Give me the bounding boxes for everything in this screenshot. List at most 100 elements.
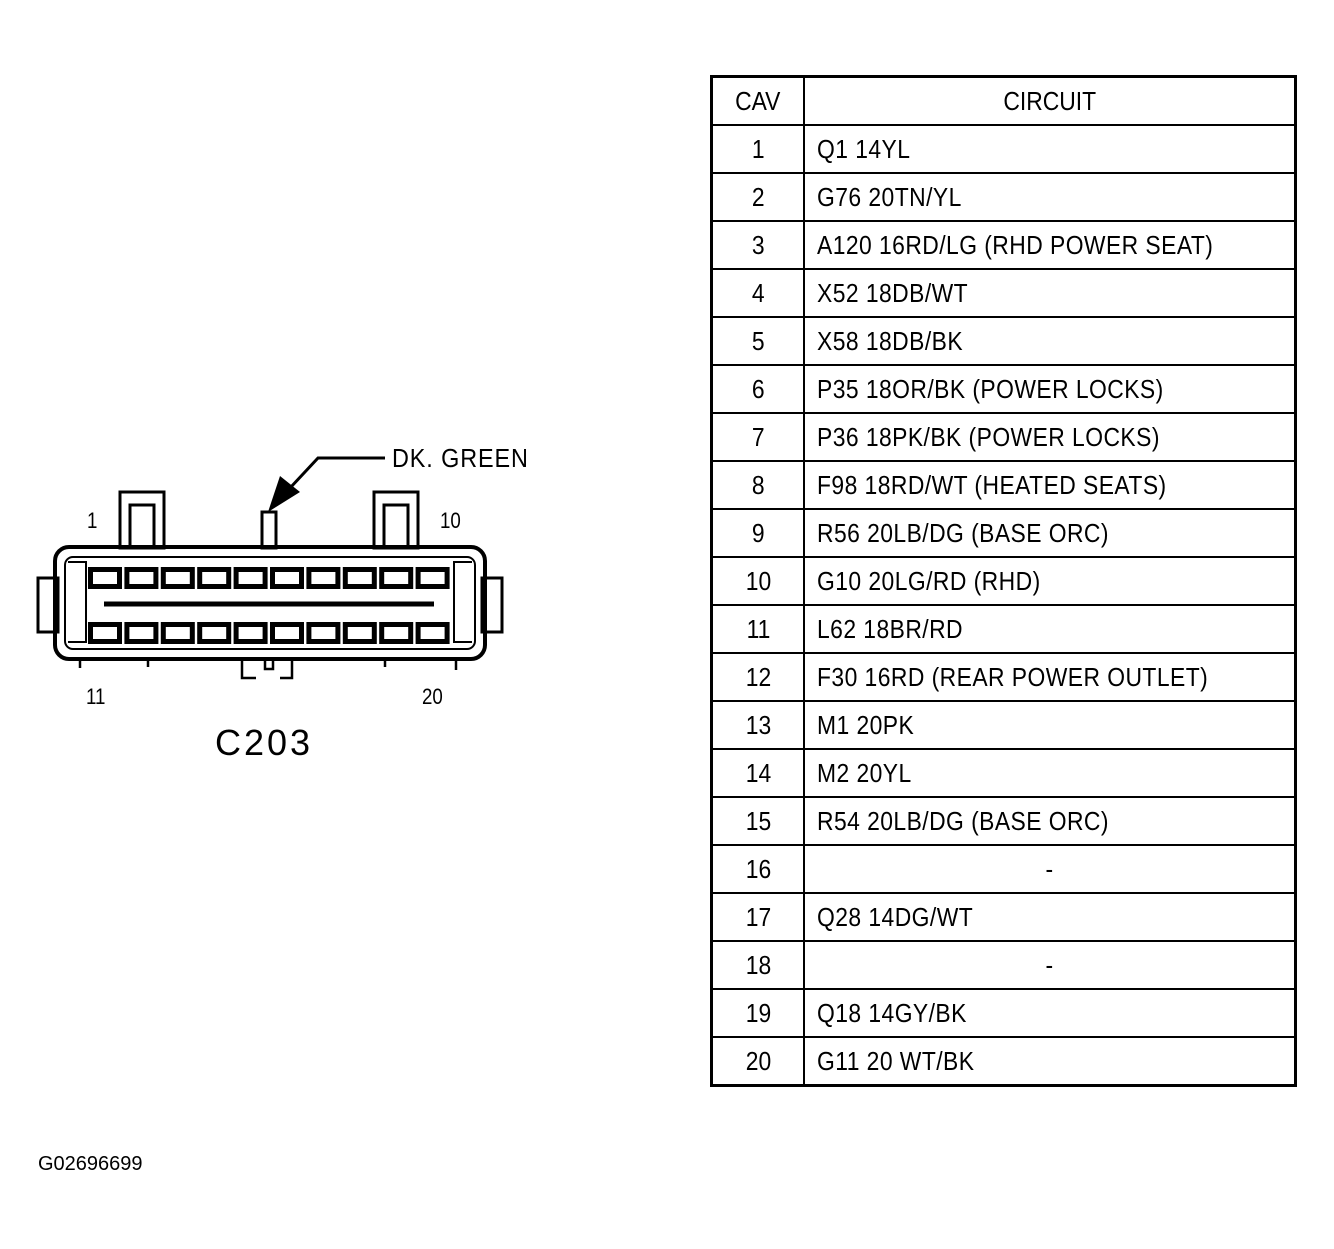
cav-number: 3 bbox=[710, 220, 805, 270]
circuit-description: G10 20LG/RD (RHD) bbox=[803, 556, 1297, 606]
circuit-description: Q28 14DG/WT bbox=[803, 892, 1297, 942]
circuit-description: - bbox=[803, 844, 1297, 894]
pin-label-10: 10 bbox=[440, 508, 461, 533]
table-header-row: CAV CIRCUIT bbox=[710, 75, 1297, 126]
cavity-row-11-to-20 bbox=[88, 622, 450, 644]
circuit-description: X58 18DB/BK bbox=[803, 316, 1297, 366]
cavity-opening-4 bbox=[202, 572, 227, 584]
cav-number: 20 bbox=[710, 1036, 805, 1087]
key-post bbox=[260, 510, 278, 550]
cav-number: 14 bbox=[710, 748, 805, 798]
cav-number: 5 bbox=[710, 316, 805, 366]
cav-number: 17 bbox=[710, 892, 805, 942]
cav-number: 8 bbox=[710, 460, 805, 510]
header-cav: CAV bbox=[710, 75, 805, 126]
right-ear bbox=[480, 576, 504, 634]
cav-number: 11 bbox=[710, 604, 805, 654]
cavity-opening-5 bbox=[238, 572, 263, 584]
wire-color-label: DK. GREEN bbox=[392, 443, 529, 473]
circuit-description: R56 20LB/DG (BASE ORC) bbox=[803, 508, 1297, 558]
cav-number: 2 bbox=[710, 172, 805, 222]
cavity-opening-1 bbox=[93, 572, 117, 584]
circuit-description: L62 18BR/RD bbox=[803, 604, 1297, 654]
cavity-opening-12 bbox=[129, 627, 154, 639]
circuit-description: X52 18DB/WT bbox=[803, 268, 1297, 318]
cavity-opening-19 bbox=[384, 627, 409, 639]
cavity-opening-6 bbox=[275, 572, 299, 584]
cavity-row-1-to-10 bbox=[88, 567, 450, 589]
circuit-description: M2 20YL bbox=[803, 748, 1297, 798]
cavity-opening-20 bbox=[420, 627, 445, 639]
connector-c203-drawing bbox=[36, 456, 504, 680]
cavity-opening-17 bbox=[311, 627, 336, 639]
cav-number: 9 bbox=[710, 508, 805, 558]
circuit-description: P36 18PK/BK (POWER LOCKS) bbox=[803, 412, 1297, 462]
cavity-opening-10 bbox=[420, 572, 445, 584]
circuit-description: Q1 14YL bbox=[803, 124, 1297, 174]
circuit-description: G76 20TN/YL bbox=[803, 172, 1297, 222]
cavity-opening-7 bbox=[311, 572, 336, 584]
cav-number: 12 bbox=[710, 652, 805, 702]
right-lock-tab bbox=[372, 490, 420, 550]
color-leader-arrow bbox=[268, 456, 385, 512]
circuit-description: F30 16RD (REAR POWER OUTLET) bbox=[803, 652, 1297, 702]
cavity-opening-8 bbox=[347, 572, 372, 584]
pin-label-20: 20 bbox=[422, 684, 443, 709]
left-ear bbox=[36, 576, 60, 634]
circuit-description: M1 20PK bbox=[803, 700, 1297, 750]
cav-number: 6 bbox=[710, 364, 805, 414]
figure-id: G02696699 bbox=[38, 1153, 143, 1175]
header-circuit: CIRCUIT bbox=[803, 75, 1297, 126]
pin-label-1: 1 bbox=[87, 508, 98, 533]
cavity-opening-3 bbox=[165, 572, 190, 584]
connector-name: C203 bbox=[215, 722, 314, 763]
left-lock-tab bbox=[118, 490, 166, 550]
cavity-opening-15 bbox=[238, 627, 263, 639]
cavity-opening-16 bbox=[275, 627, 299, 639]
cav-number: 7 bbox=[710, 412, 805, 462]
circuit-description: P35 18OR/BK (POWER LOCKS) bbox=[803, 364, 1297, 414]
pin-label-11: 11 bbox=[86, 684, 106, 709]
cav-number: 4 bbox=[710, 268, 805, 318]
circuit-description: A120 16RD/LG (RHD POWER SEAT) bbox=[803, 220, 1297, 270]
circuit-description: - bbox=[803, 940, 1297, 990]
cavity-opening-13 bbox=[165, 627, 190, 639]
cavity-opening-14 bbox=[202, 627, 227, 639]
cav-number: 15 bbox=[710, 796, 805, 846]
cavity-opening-9 bbox=[384, 572, 409, 584]
table-row: 18- bbox=[710, 940, 1297, 990]
cav-number: 16 bbox=[710, 844, 805, 894]
cav-number: 18 bbox=[710, 940, 805, 990]
cavity-opening-18 bbox=[347, 627, 372, 639]
cavity-opening-2 bbox=[129, 572, 154, 584]
cav-number: 19 bbox=[710, 988, 805, 1038]
circuit-description: Q18 14GY/BK bbox=[803, 988, 1297, 1038]
circuit-description: R54 20LB/DG (BASE ORC) bbox=[803, 796, 1297, 846]
table-row: 16- bbox=[710, 844, 1297, 894]
connector-feet bbox=[78, 657, 458, 680]
cav-number: 10 bbox=[710, 556, 805, 606]
circuit-description: F98 18RD/WT (HEATED SEATS) bbox=[803, 460, 1297, 510]
cav-number: 13 bbox=[710, 700, 805, 750]
circuit-description: G11 20 WT/BK bbox=[803, 1036, 1297, 1087]
